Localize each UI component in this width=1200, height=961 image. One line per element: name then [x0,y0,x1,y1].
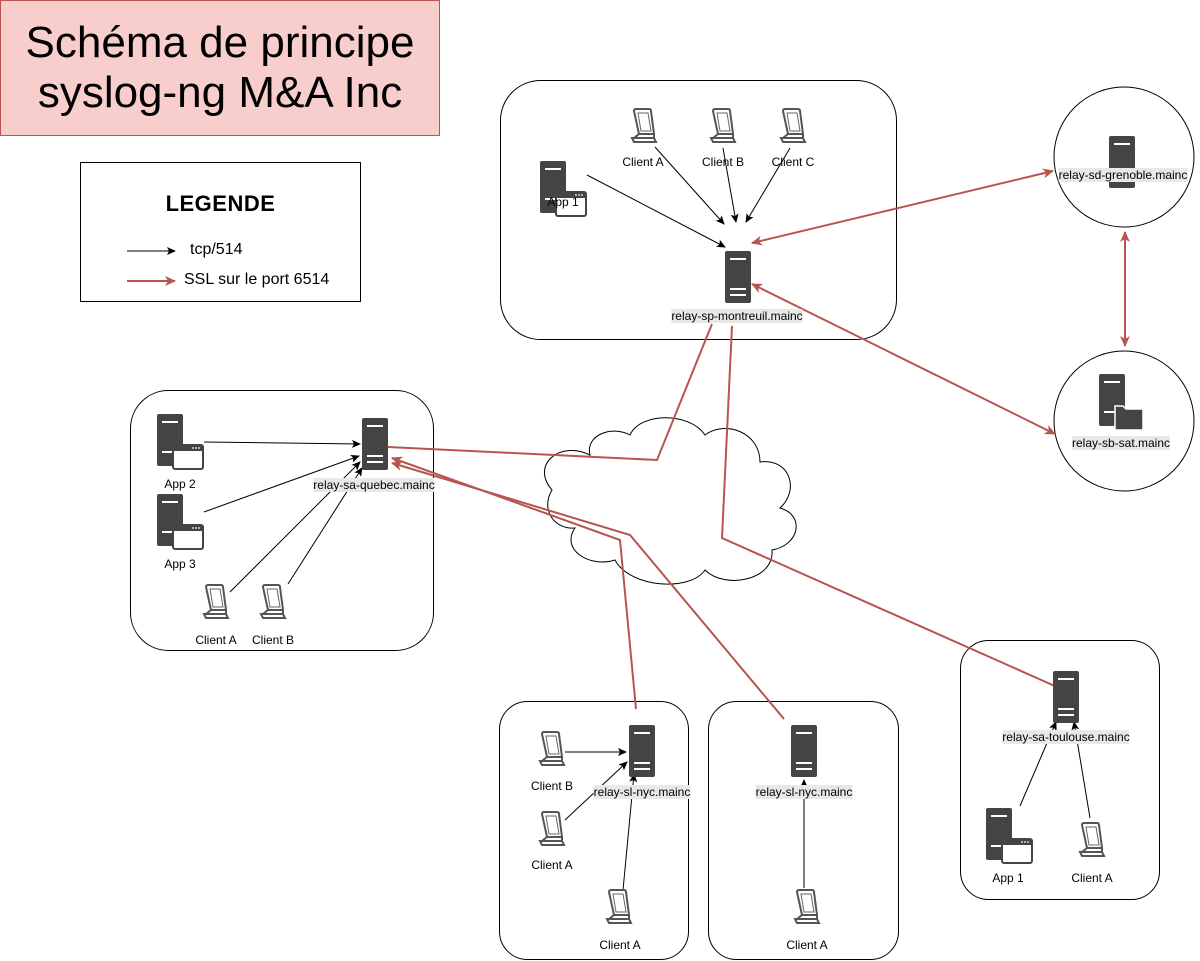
client-label: Client A [599,938,641,952]
relay-server-icon [791,725,817,777]
client-label: Client B [530,779,574,793]
app-label: App 2 [164,477,196,491]
title-line-2: syslog-ng M&A Inc [37,68,403,117]
relay-server-icon [362,418,388,470]
relay-server-icon [629,725,655,777]
client-label: Client A [786,938,828,952]
relay-label: relay-sa-quebec.mainc [313,478,435,492]
app-label: App 1 [547,195,579,209]
legend: LEGENDE tcp/514 SSL sur le port 6514 [80,162,361,302]
client-label: Client A [1071,871,1113,885]
client-label: Client C [771,155,815,169]
app-label: App 3 [164,557,196,571]
internet-cloud [544,417,797,585]
relay-label: relay-sp-montreuil.mainc [671,309,803,323]
legend-title: LEGENDE [165,191,276,216]
app-label: App 1 [992,871,1024,885]
relay-server-icon [725,251,751,303]
relay-server-icon [1053,671,1079,723]
relay-label: relay-sb-sat.mainc [1071,436,1171,450]
client-label: Client B [701,155,745,169]
client-label: Client A [531,858,573,872]
client-label: Client A [195,633,237,647]
legend-swatches [127,247,176,286]
relay-label: relay-sd-grenoble.mainc [1058,168,1188,182]
relay-label: relay-sl-nyc.mainc [755,785,853,799]
site-nyc1-box [499,701,689,960]
relay-label: relay-sl-nyc.mainc [593,785,691,799]
title-line-1: Schéma de principe [25,18,415,67]
diagram-title: Schéma de principe syslog-ng M&A Inc [0,0,440,136]
legend-ssl-label: SSL sur le port 6514 [184,271,330,288]
legend-tcp-label: tcp/514 [190,241,243,258]
relay-label: relay-sa-toulouse.mainc [1002,730,1130,744]
client-label: Client A [622,155,664,169]
client-label: Client B [251,633,295,647]
